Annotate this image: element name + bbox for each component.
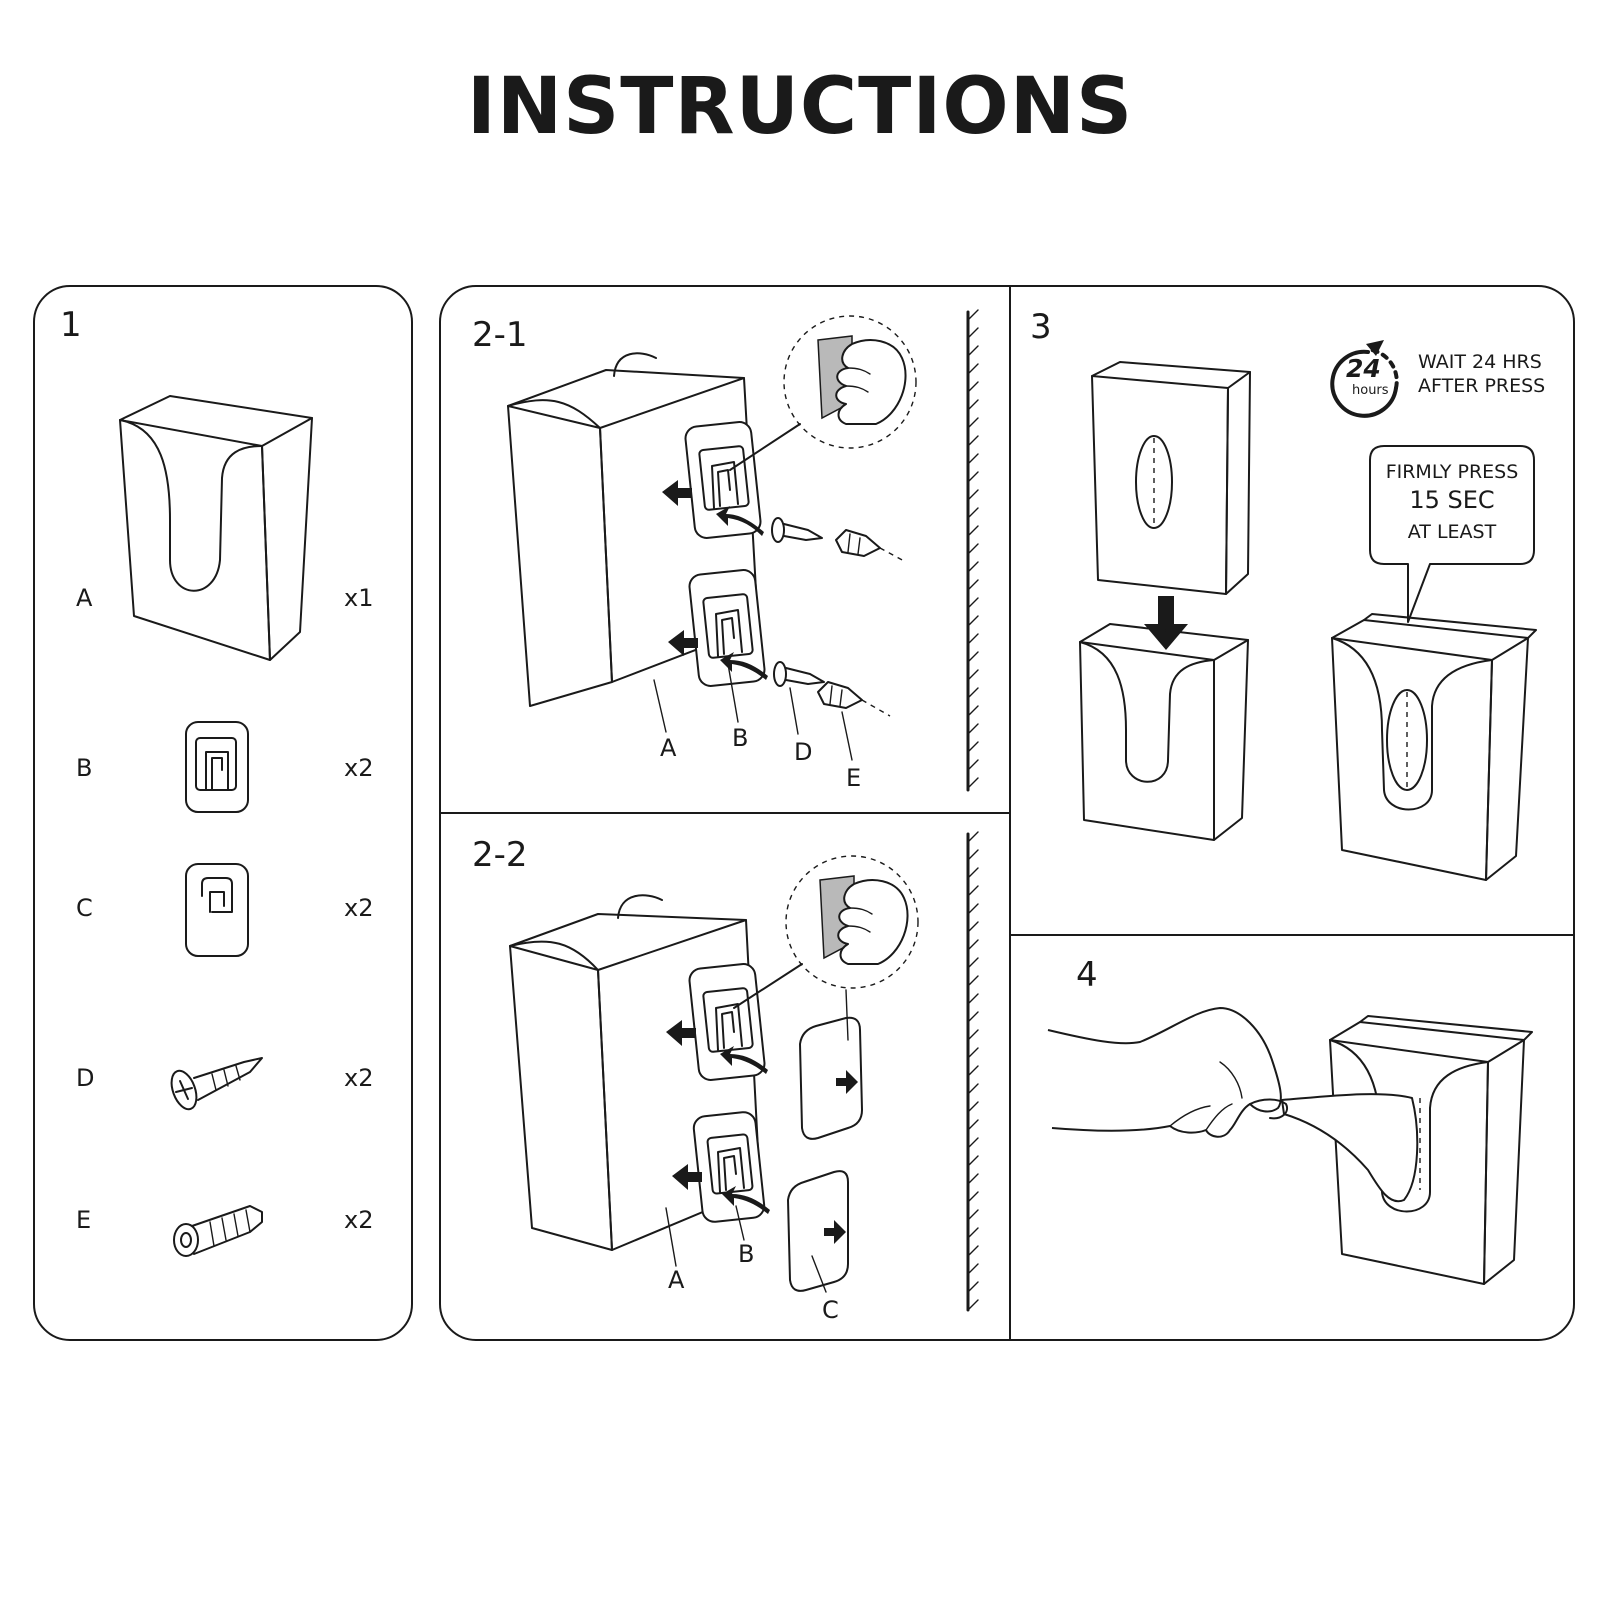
panel-2-2: 2-2 bbox=[472, 831, 979, 1324]
anchor-e-upper bbox=[835, 529, 907, 563]
screw-d-lower bbox=[773, 661, 825, 687]
wall-2-1 bbox=[966, 309, 979, 792]
part-d-screw-illustration bbox=[170, 1057, 263, 1111]
empty-holder bbox=[1079, 623, 1249, 841]
leader-a-2-2 bbox=[665, 1207, 677, 1267]
peel-tape-magnifier-upper bbox=[729, 315, 917, 471]
wall-2-2 bbox=[966, 831, 979, 1312]
label-a-2-1: A bbox=[660, 734, 677, 762]
arrow-left-upper-2-2 bbox=[666, 1020, 696, 1046]
part-a-holder-illustration bbox=[119, 395, 313, 661]
wait-text-line-1: WAIT 24 HRS bbox=[1418, 351, 1542, 373]
label-b-2-1: B bbox=[732, 724, 748, 752]
leader-c-2-2 bbox=[811, 1255, 827, 1293]
part-a-quantity: x1 bbox=[344, 584, 373, 612]
leader-d-2-1 bbox=[789, 687, 799, 735]
part-c-quantity: x2 bbox=[344, 894, 373, 922]
panel-1: 1 A x1 B x2 C x2 bbox=[60, 305, 373, 1257]
label-d-2-1: D bbox=[794, 738, 812, 766]
arrow-left-lower-2-2 bbox=[672, 1164, 702, 1190]
curved-arrow-upper-2-2 bbox=[720, 1046, 768, 1074]
leader-b-2-2 bbox=[735, 1205, 745, 1241]
tissue-box bbox=[1091, 361, 1251, 595]
filled-holder bbox=[1331, 613, 1537, 881]
mounted-holder bbox=[1329, 1015, 1533, 1285]
panel-4: 4 bbox=[1047, 955, 1533, 1285]
leader-b-2-1 bbox=[727, 663, 739, 723]
peel-tape-magnifier-lower bbox=[733, 855, 919, 1009]
bubble-line-2: 15 SEC bbox=[1409, 486, 1494, 514]
part-b-quantity: x2 bbox=[344, 754, 373, 782]
page-title: INSTRUCTIONS bbox=[466, 62, 1134, 152]
hand-pulling-tissue bbox=[1047, 1007, 1288, 1138]
leader-a-2-1 bbox=[653, 679, 667, 733]
curved-arrow-upper bbox=[716, 506, 764, 536]
bubble-line-3: AT LEAST bbox=[1408, 521, 1497, 543]
label-a-2-2: A bbox=[668, 1266, 685, 1294]
label-e-2-1: E bbox=[846, 764, 861, 792]
curved-arrow-lower bbox=[720, 652, 768, 680]
screw-d-upper bbox=[771, 517, 823, 543]
part-c-pad-illustration bbox=[185, 863, 249, 957]
timer-24-hours-icon: 24 hours bbox=[1330, 340, 1399, 418]
part-d-quantity: x2 bbox=[344, 1064, 373, 1092]
part-b-hook-illustration bbox=[185, 721, 249, 813]
adhesive-pad-lower bbox=[787, 1170, 849, 1292]
timer-number: 24 bbox=[1346, 354, 1381, 383]
panel-2-1: 2-1 bbox=[472, 309, 979, 792]
label-b-2-2: B bbox=[738, 1240, 754, 1268]
step-3-number: 3 bbox=[1030, 307, 1052, 347]
part-d-letter: D bbox=[76, 1064, 94, 1092]
press-speech-bubble: FIRMLY PRESS 15 SEC AT LEAST bbox=[1369, 445, 1535, 623]
step-1-number: 1 bbox=[60, 305, 82, 345]
timer-unit: hours bbox=[1352, 383, 1389, 398]
part-e-anchor-illustration bbox=[173, 1205, 263, 1257]
part-e-quantity: x2 bbox=[344, 1206, 373, 1234]
anchor-e-lower bbox=[817, 681, 891, 717]
arrow-left-lower bbox=[668, 630, 698, 656]
wait-text-line-2: AFTER PRESS bbox=[1418, 375, 1545, 397]
step-4-number: 4 bbox=[1076, 955, 1098, 995]
bubble-line-1: FIRMLY PRESS bbox=[1386, 461, 1519, 483]
part-b-letter: B bbox=[76, 754, 92, 782]
tissue-being-pulled bbox=[1281, 1093, 1419, 1203]
part-e-letter: E bbox=[76, 1206, 91, 1234]
part-c-letter: C bbox=[76, 894, 93, 922]
insert-arrow-down bbox=[1144, 596, 1188, 650]
panel-3: 3 24 hours WAIT 24 HRS AFTER PRESS FIRML… bbox=[1030, 307, 1545, 881]
part-a-letter: A bbox=[76, 584, 93, 612]
holder-side-view bbox=[507, 352, 759, 707]
adhesive-pad-upper bbox=[799, 989, 863, 1140]
hook-b-lower-2-2 bbox=[692, 1111, 766, 1223]
leader-e-2-1 bbox=[841, 711, 853, 761]
step-2-1-number: 2-1 bbox=[472, 315, 528, 355]
curved-arrow-lower-2-2 bbox=[722, 1186, 770, 1214]
hook-b-upper bbox=[684, 421, 762, 539]
panel-1-frame bbox=[33, 285, 413, 1341]
arrow-left-upper bbox=[662, 480, 692, 506]
step-2-2-number: 2-2 bbox=[472, 835, 528, 875]
label-c-2-2: C bbox=[822, 1296, 839, 1324]
